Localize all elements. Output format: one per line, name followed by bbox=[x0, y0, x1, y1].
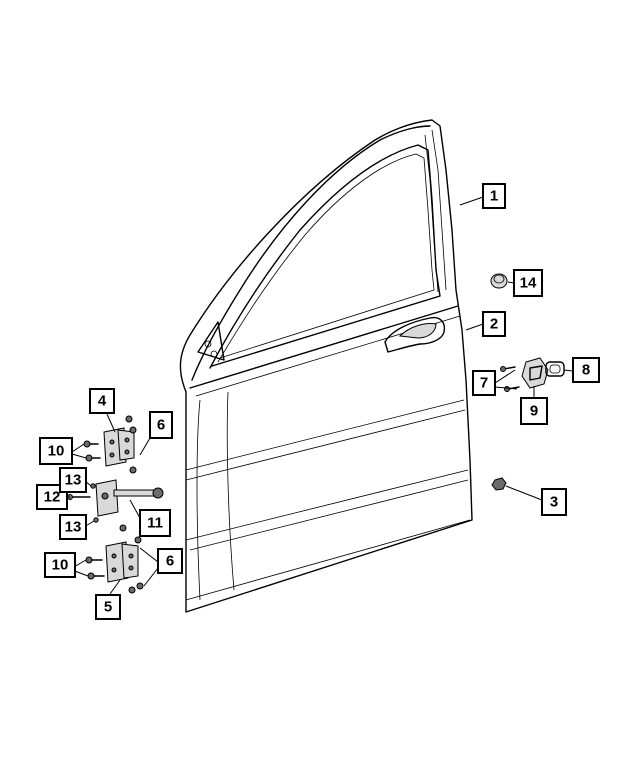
bolts-part-10-lower bbox=[85, 556, 105, 580]
nut-check bbox=[119, 524, 127, 532]
lower-hinge-part-5 bbox=[105, 541, 139, 583]
shim-part-8 bbox=[545, 361, 565, 377]
callout-14: 14 bbox=[513, 269, 543, 297]
callout-3: 3 bbox=[541, 488, 567, 516]
callout-13-lower-label: 13 bbox=[65, 519, 82, 536]
callout-2-label: 2 bbox=[490, 316, 498, 333]
callout-3-label: 3 bbox=[550, 494, 558, 511]
callout-12: 12 bbox=[36, 484, 68, 510]
bolt-part-12 bbox=[67, 494, 91, 500]
callout-13-lower: 13 bbox=[59, 514, 87, 540]
callout-10-upper-label: 10 bbox=[48, 443, 65, 460]
callout-1-label: 1 bbox=[490, 188, 498, 205]
callout-8-label: 8 bbox=[582, 362, 590, 379]
nuts-part-6-lower bbox=[128, 536, 144, 594]
callout-9-label: 9 bbox=[530, 403, 538, 420]
leader-lines bbox=[67, 196, 574, 595]
striker-part-9 bbox=[521, 357, 549, 389]
callout-10-upper: 10 bbox=[39, 437, 73, 465]
callout-6-lower: 6 bbox=[157, 548, 183, 574]
plug-part-14 bbox=[490, 273, 508, 289]
callout-9: 9 bbox=[520, 397, 548, 425]
callout-10-lower-label: 10 bbox=[52, 557, 69, 574]
callout-10-lower: 10 bbox=[44, 552, 76, 578]
door-check-part-11 bbox=[95, 479, 164, 517]
callout-11: 11 bbox=[139, 509, 171, 537]
door-shell bbox=[179, 119, 473, 613]
callout-6-upper: 6 bbox=[149, 411, 173, 439]
callout-13-upper: 13 bbox=[59, 467, 87, 493]
callout-11-label: 11 bbox=[147, 515, 163, 532]
callout-6-lower-label: 6 bbox=[166, 553, 174, 570]
callout-4: 4 bbox=[89, 388, 115, 414]
callout-1: 1 bbox=[482, 183, 506, 209]
upper-hinge-part-4 bbox=[103, 427, 135, 467]
callout-12-label: 12 bbox=[44, 489, 61, 506]
callout-8: 8 bbox=[572, 357, 600, 383]
callout-5-label: 5 bbox=[104, 599, 112, 616]
nuts-part-6-upper bbox=[125, 415, 137, 474]
callout-6-upper-label: 6 bbox=[157, 417, 165, 434]
callout-2: 2 bbox=[482, 311, 506, 337]
bolts-part-10-upper bbox=[83, 440, 101, 462]
callout-14-label: 14 bbox=[520, 275, 537, 292]
callout-7: 7 bbox=[472, 370, 496, 396]
callout-13-upper-label: 13 bbox=[65, 472, 82, 489]
callout-5: 5 bbox=[95, 594, 121, 620]
callout-4-label: 4 bbox=[98, 393, 107, 410]
nut-part-3 bbox=[491, 477, 507, 491]
callout-7-label: 7 bbox=[480, 375, 488, 392]
